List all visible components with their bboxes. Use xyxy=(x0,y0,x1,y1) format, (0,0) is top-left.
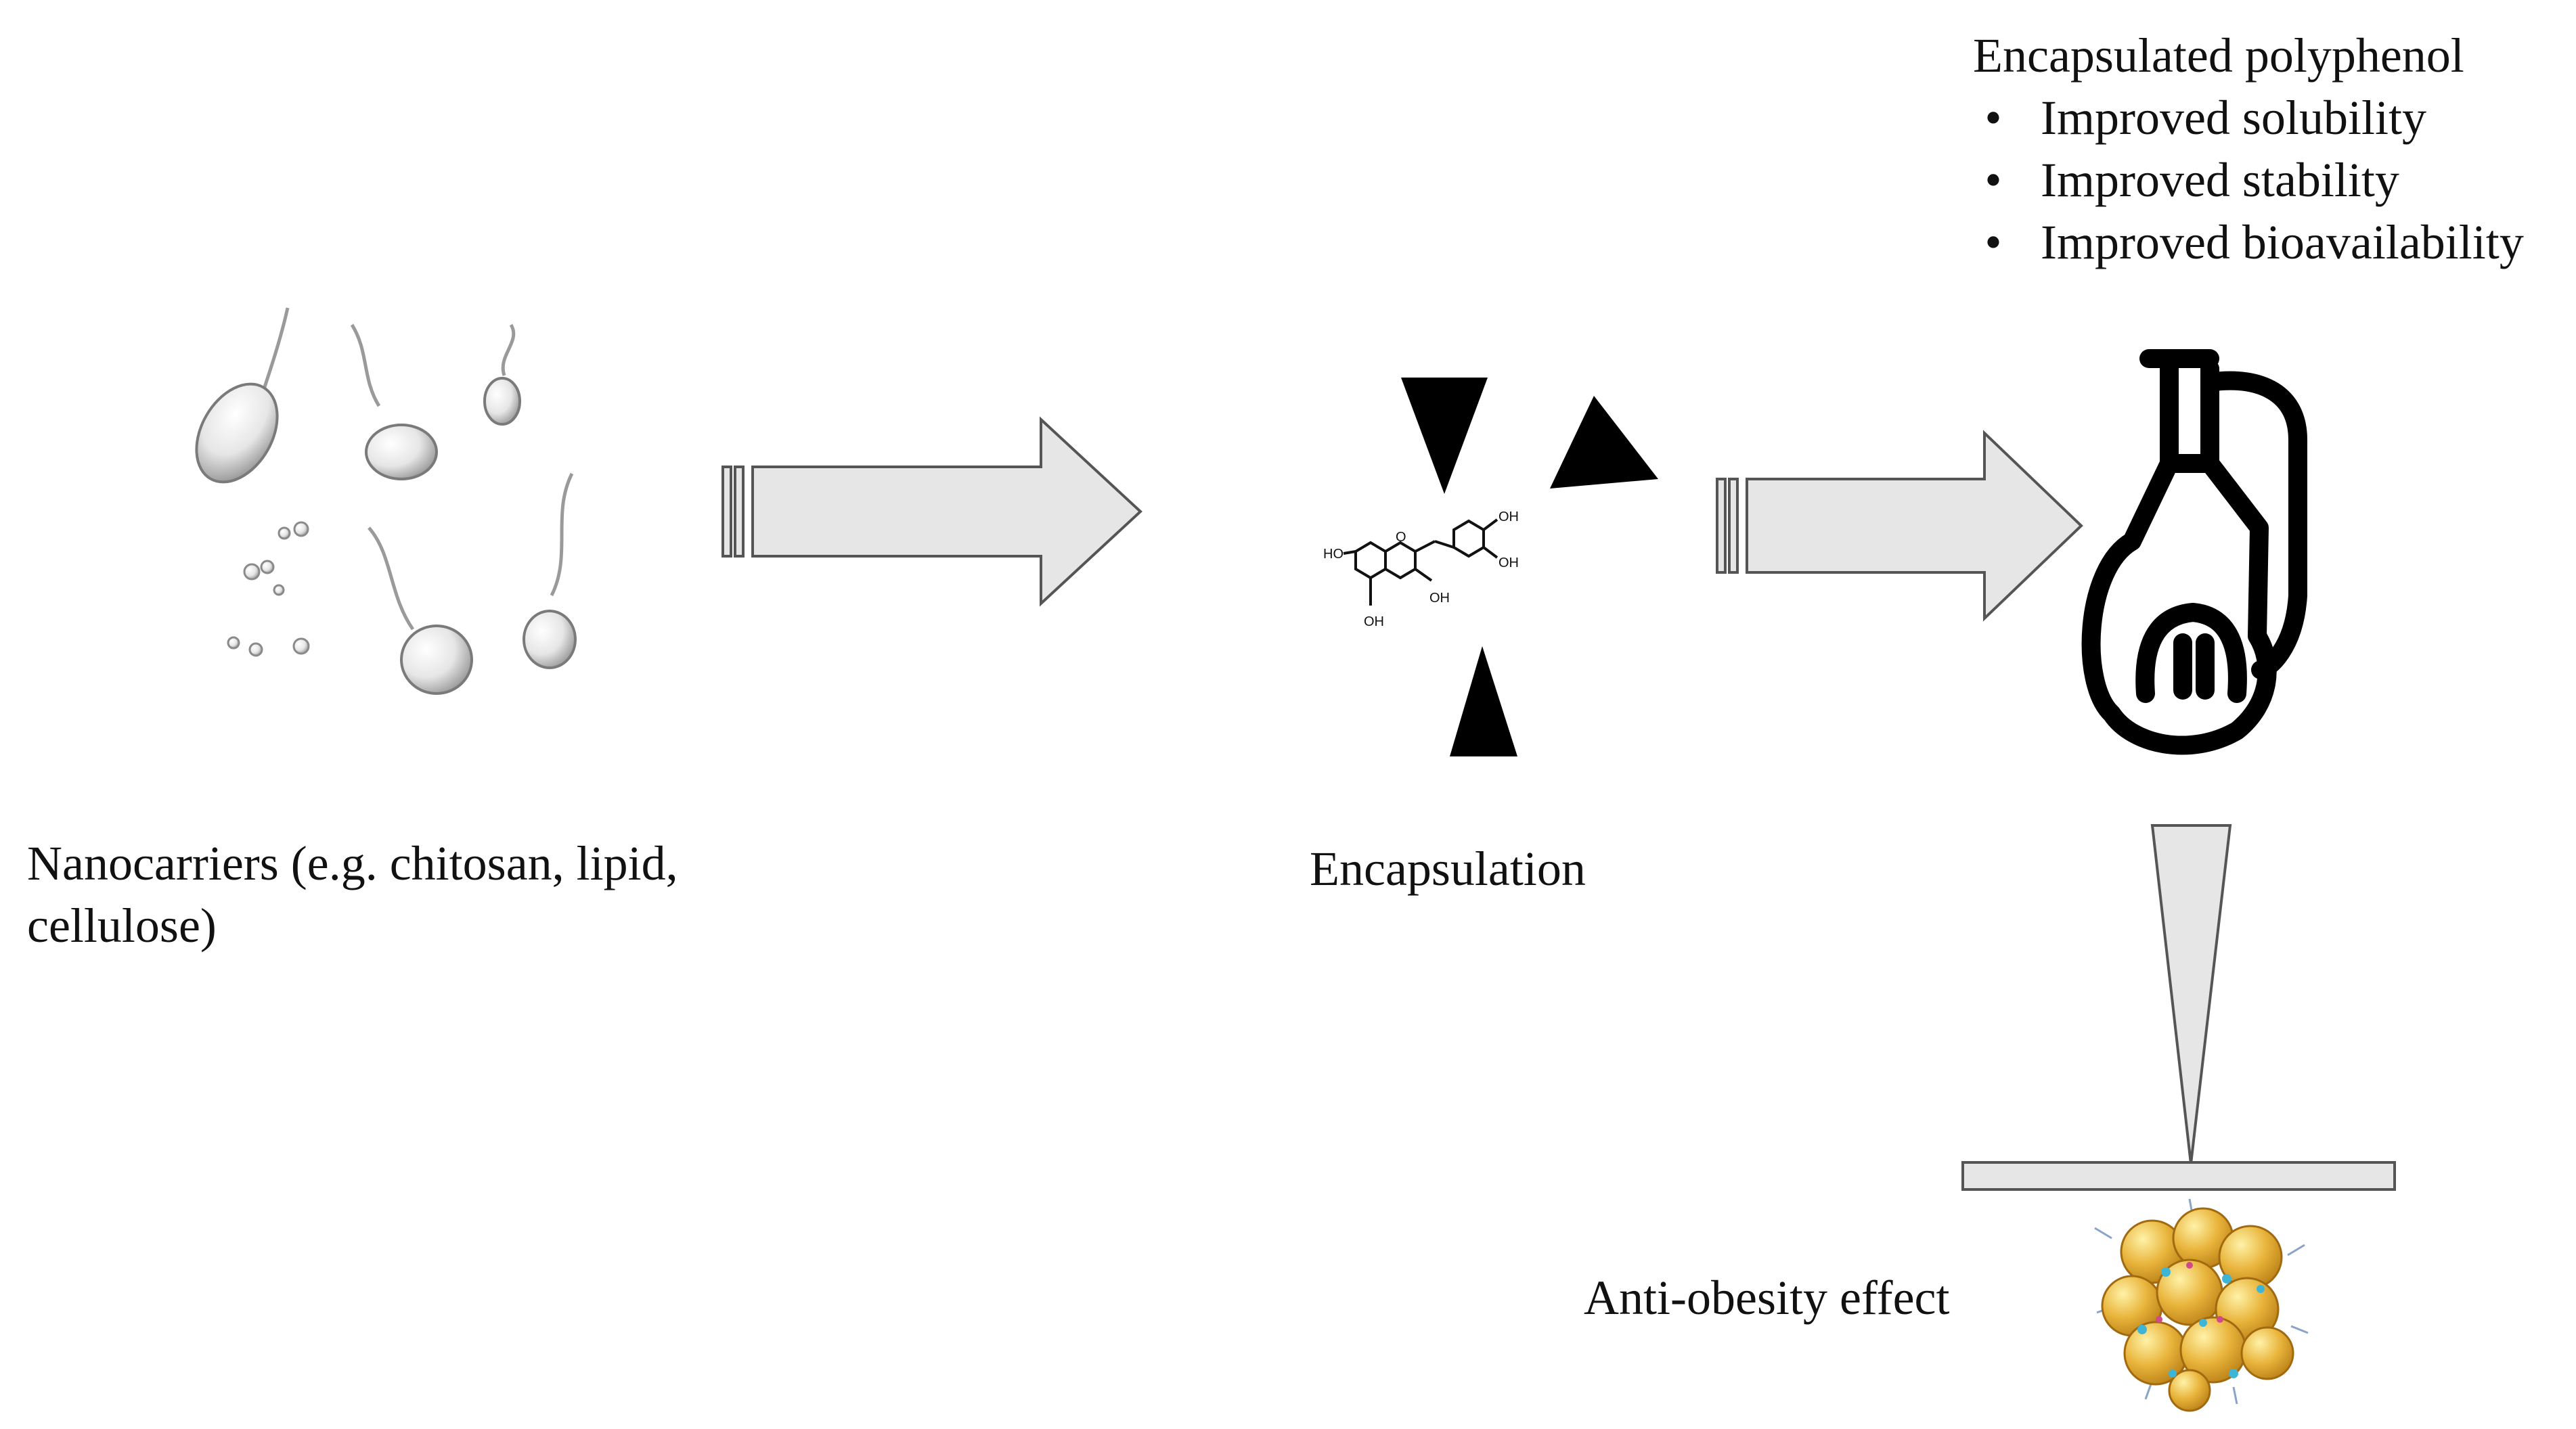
benefit-text: Improved bioavailability xyxy=(2041,215,2524,269)
molecule-label: OH xyxy=(1498,555,1519,570)
fat-cell-cluster-icon xyxy=(2094,1198,2309,1412)
nanocarriers-label-line1: Nanocarriers (e.g. chitosan, lipid, xyxy=(27,836,678,890)
triangle-marker-icon xyxy=(1550,396,1658,489)
small-droplets-icon xyxy=(227,521,310,657)
molecule-label: OH xyxy=(1364,614,1384,629)
effect-bar xyxy=(1961,1161,2396,1191)
catechin-atom-labels: HO O OH OH OH OH xyxy=(1323,509,1519,629)
process-arrow-2 xyxy=(1716,430,2083,622)
process-arrow-1 xyxy=(721,416,1142,607)
encapsulation-icon xyxy=(1401,378,1658,756)
catechin-molecule-icon xyxy=(1343,518,1498,606)
benefit-item: • Improved stability xyxy=(1973,149,2524,211)
downward-wedge xyxy=(2150,824,2232,1164)
triangle-marker-icon xyxy=(1450,646,1517,756)
droplet-icon xyxy=(350,323,438,480)
nanocarriers-label-line2: cellulose) xyxy=(27,899,217,953)
encapsulated-container-icon xyxy=(2081,349,2307,755)
bullet-icon: • xyxy=(1984,91,2002,145)
benefit-text: Improved solubility xyxy=(2041,91,2426,145)
droplet-icon xyxy=(523,472,577,669)
molecule-label: OH xyxy=(1498,509,1519,524)
droplet-icon xyxy=(368,526,473,695)
triangle-marker-icon xyxy=(1401,378,1488,494)
benefit-item: • Improved bioavailability xyxy=(1973,211,2524,273)
benefits-list: • Improved solubility • Improved stabili… xyxy=(1973,87,2524,273)
nanocarrier-droplets-icon xyxy=(195,307,577,695)
droplet-icon xyxy=(195,307,290,484)
molecule-label: O xyxy=(1396,530,1406,545)
anti-obesity-label: Anti-obesity effect xyxy=(1584,1271,1950,1325)
bullet-icon: • xyxy=(1984,215,2002,269)
bullet-icon: • xyxy=(1984,153,2002,207)
encapsulation-label: Encapsulation xyxy=(1310,842,1586,896)
benefits-block: Encapsulated polyphenol • Improved solub… xyxy=(1973,24,2524,273)
molecule-label: HO xyxy=(1323,547,1343,562)
benefit-text: Improved stability xyxy=(2041,153,2399,207)
benefits-title: Encapsulated polyphenol xyxy=(1973,28,2464,83)
droplet-icon xyxy=(483,323,521,426)
nanocarriers-label: Nanocarriers (e.g. chitosan, lipid, cell… xyxy=(27,832,678,957)
molecule-label: OH xyxy=(1429,591,1450,606)
benefit-item: • Improved solubility xyxy=(1973,87,2524,149)
